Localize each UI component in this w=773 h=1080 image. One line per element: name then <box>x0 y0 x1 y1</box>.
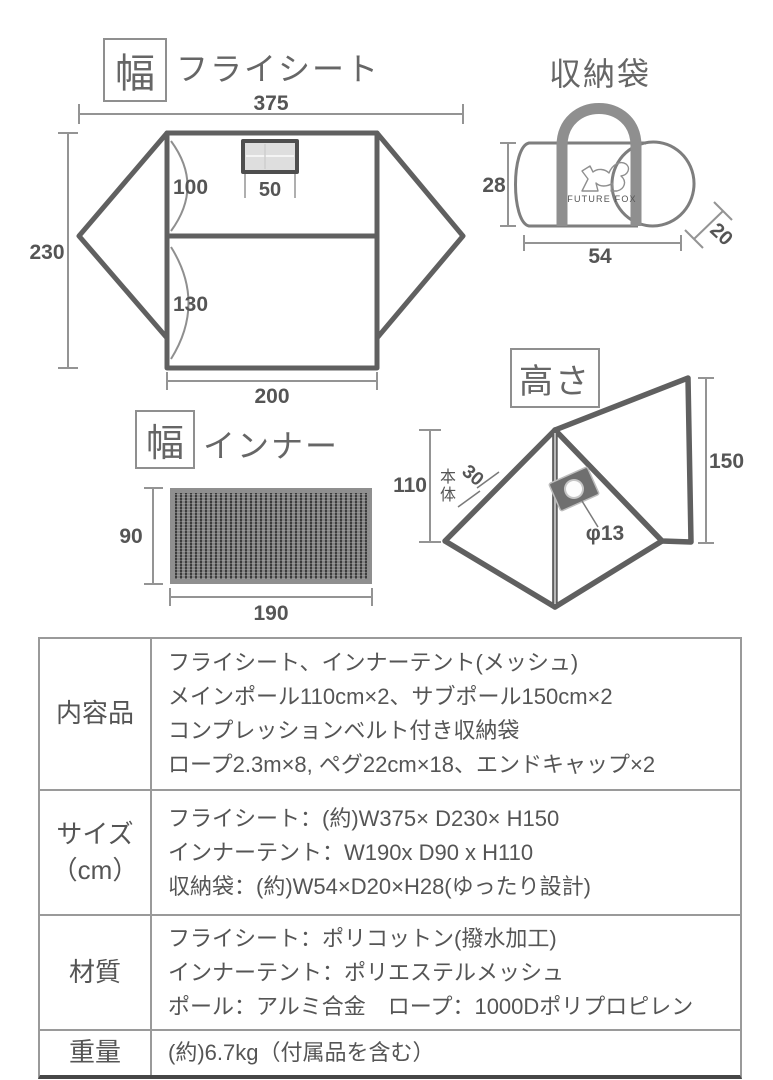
dim-20 <box>684 201 733 249</box>
inner-tent-mesh <box>170 488 372 584</box>
lower-fold-arc <box>170 246 190 360</box>
table-row-contents: 内容品 フライシート、インナーテント(メッシュ) メインポール110cm×2、サ… <box>40 639 740 789</box>
width-tag-flysheet: 幅 <box>103 38 167 102</box>
dim-90 <box>144 487 163 585</box>
dim-50 <box>244 174 296 198</box>
dim-90-value: 90 <box>119 525 142 548</box>
dim-375-value: 375 <box>253 92 288 115</box>
dim-230-value: 230 <box>29 241 64 264</box>
height-diagram: φ13 150 110 30 <box>393 375 744 610</box>
dim-100-value: 100 <box>173 176 208 199</box>
row-label: 材質 <box>40 916 152 1029</box>
dim-110 <box>419 429 441 543</box>
row-content: フライシート：(約)W375× D230× H150 インナーテント：W190x… <box>152 791 740 914</box>
dim-28 <box>500 142 516 227</box>
dim-50-value: 50 <box>259 179 281 201</box>
flysheet-diagram: 375 230 100 130 50 200 <box>29 92 466 408</box>
dim-230 <box>58 132 78 369</box>
width-tag-label: 幅 <box>145 423 184 465</box>
dim-190-value: 190 <box>253 602 288 625</box>
content-line: フライシート：ポリコットン(撥水加工) <box>168 925 557 951</box>
dim-54 <box>523 235 682 251</box>
row-content: フライシート：ポリコットン(撥水加工) インナーテント：ポリエステルメッシュ ポ… <box>152 916 740 1029</box>
height-tag-label: 高さ <box>519 362 591 401</box>
spec-table: 内容品 フライシート、インナーテント(メッシュ) メインポール110cm×2、サ… <box>38 637 742 1079</box>
body-vertical-label: 本体 <box>437 468 454 504</box>
futurefox-logo-icon <box>581 161 630 192</box>
dim-200 <box>166 372 378 390</box>
storage-bag-diagram: FUTURE FOX 28 54 20 <box>482 103 737 268</box>
pole-grommet <box>548 466 600 512</box>
table-row-material: 材質 フライシート：ポリコットン(撥水加工) インナーテント：ポリエステルメッシ… <box>40 914 740 1029</box>
futurefox-brand-text: FUTURE FOX <box>567 194 637 204</box>
dim-pole-diameter-value: φ13 <box>586 522 624 545</box>
content-line: ロープ2.3m×8, ペグ22cm×18、エンドキャップ×2 <box>168 752 656 777</box>
row-content: (約)6.7kg（付属品を含む） <box>152 1031 740 1075</box>
flysheet-title: フライシート <box>176 51 381 87</box>
flysheet-left-flap <box>76 130 170 341</box>
content-line: (約)6.7kg（付属品を含む） <box>168 1040 435 1065</box>
bag-handle <box>556 103 642 147</box>
dim-110-value: 110 <box>393 474 427 497</box>
row-label-unit: （cm） <box>51 854 139 885</box>
row-label: サイズ （cm） <box>40 791 152 914</box>
row-label: 重量 <box>40 1031 152 1075</box>
dim-28-value: 28 <box>482 174 506 197</box>
content-line: インナーテント：ポリエステルメッシュ <box>168 959 565 985</box>
dim-30-value: 30 <box>458 461 488 491</box>
content-line: コンプレッションベルト付き収納袋 <box>168 718 520 743</box>
content-line: 収納袋：(約)W54×D20×H28(ゆったり設計) <box>168 873 591 899</box>
tent-left-face <box>442 427 558 610</box>
storage-bag-title: 収納袋 <box>549 56 652 92</box>
inner-title: インナー <box>203 428 340 464</box>
dim-375 <box>78 104 464 124</box>
dim-190 <box>169 588 373 606</box>
row-content: フライシート、インナーテント(メッシュ) メインポール110cm×2、サブポール… <box>152 639 740 789</box>
width-tag-label: 幅 <box>115 52 155 96</box>
row-label-text: 材質 <box>68 956 121 987</box>
dim-150 <box>698 377 714 544</box>
bag-body-fill <box>515 143 640 226</box>
row-label-text: サイズ <box>56 819 134 850</box>
upper-fold-arc <box>170 140 189 232</box>
inner-tent-dims: 90 190 <box>119 487 373 625</box>
width-tag-inner: 幅 <box>135 410 195 469</box>
bag-body-outline <box>514 141 646 228</box>
dim-30 <box>457 471 500 508</box>
content-line: フライシート：(約)W375× D230× H150 <box>168 805 560 831</box>
flysheet-right-flap <box>374 130 466 341</box>
content-line: フライシート、インナーテント(メッシュ) <box>168 650 579 675</box>
dim-54-value: 54 <box>588 245 612 268</box>
row-label-text: 内容品 <box>55 698 134 729</box>
content-line: メインポール110cm×2、サブポール150cm×2 <box>168 684 613 709</box>
dim-130-value: 130 <box>173 293 208 316</box>
row-label-text: 重量 <box>68 1037 121 1068</box>
table-row-weight: 重量 (約)6.7kg（付属品を含む） <box>40 1029 740 1075</box>
content-line: ポール：アルミ合金 ロープ：1000Dポリプロピレン <box>168 993 694 1019</box>
height-tag: 高さ <box>510 348 600 408</box>
dim-200-value: 200 <box>254 385 289 408</box>
content-line: インナーテント：W190x D90 x H110 <box>168 839 534 865</box>
row-label: 内容品 <box>40 639 152 789</box>
grommet-pointer-line <box>581 500 599 528</box>
dim-150-value: 150 <box>709 450 744 473</box>
table-row-size: サイズ （cm） フライシート：(約)W375× D230× H150 インナー… <box>40 789 740 914</box>
